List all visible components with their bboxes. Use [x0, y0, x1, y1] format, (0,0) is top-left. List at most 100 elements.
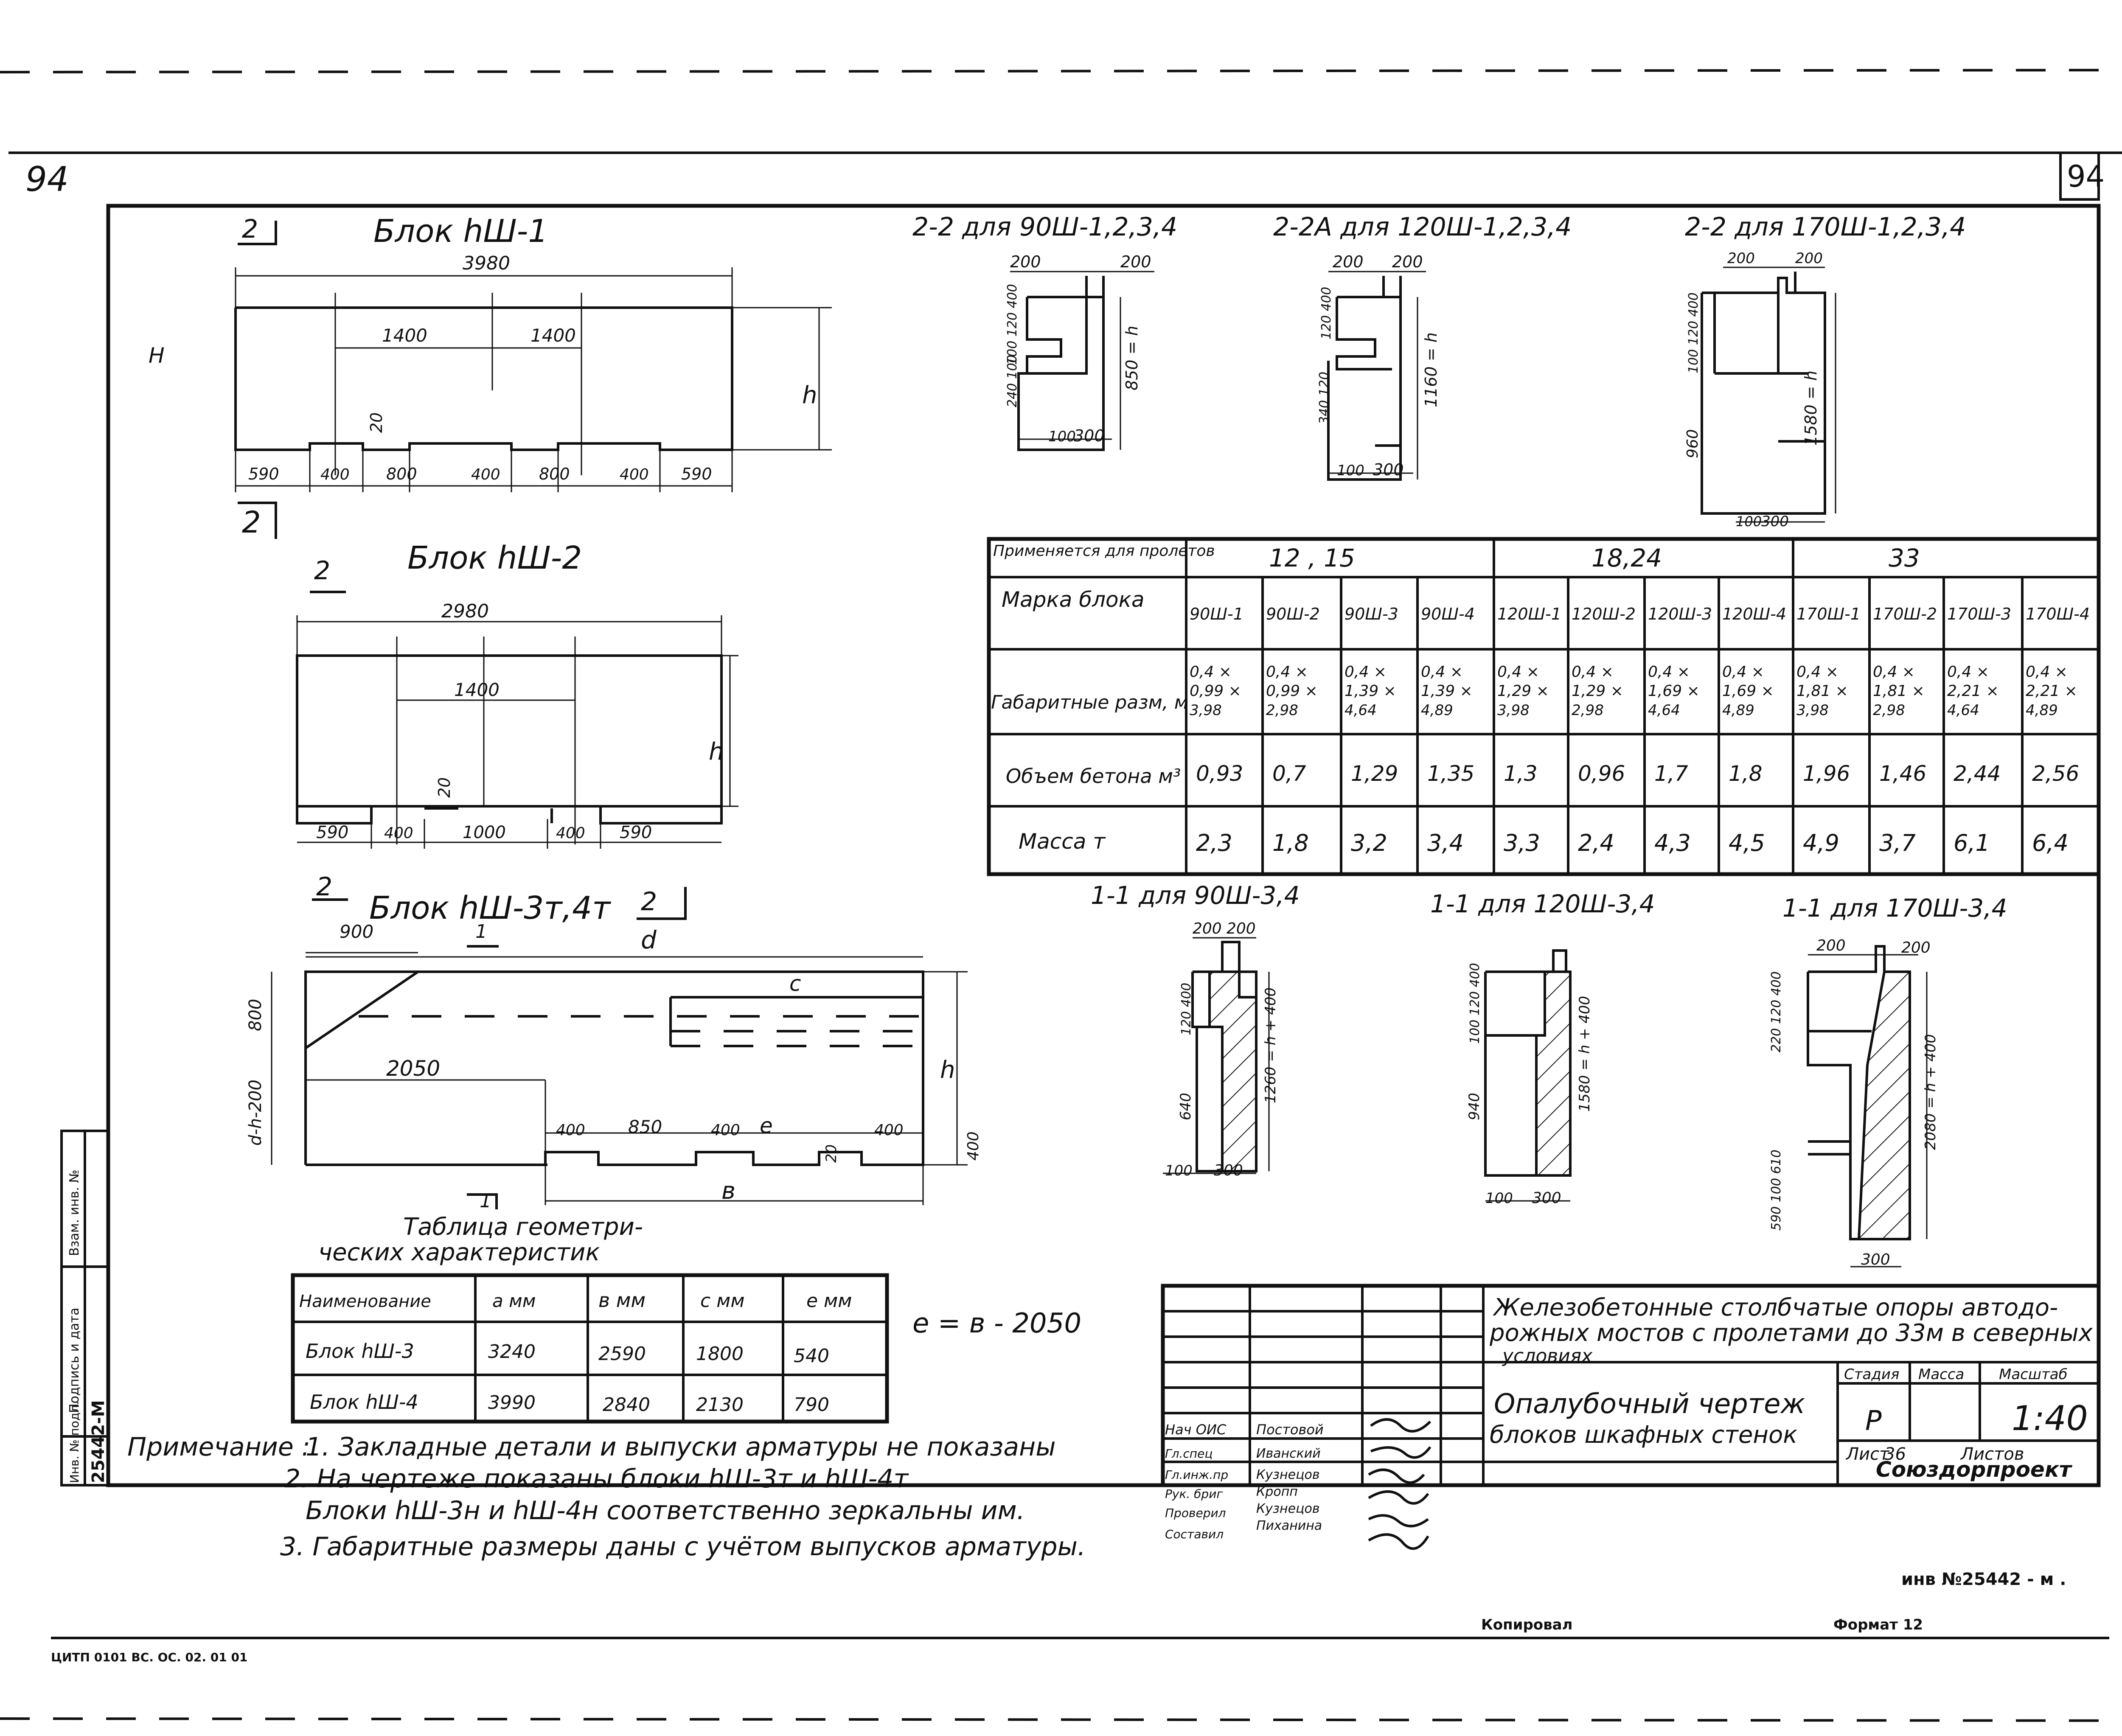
stamp-inv-orig-value: 25442-М	[89, 1400, 108, 1483]
mass-cell: 4,3	[1654, 830, 1691, 856]
section-top-2-v1: 120 400	[1319, 287, 1334, 339]
row-mark-label: Марка блока	[1002, 587, 1144, 612]
block-2-bottom-dim-4: 400	[556, 825, 585, 842]
table-group-3: 33	[1889, 544, 1920, 572]
geom-header-a: a мм	[492, 1290, 536, 1311]
dims-cell: 0,99 ×	[1190, 682, 1241, 700]
block-3-left-dim-top: 800	[246, 999, 265, 1031]
block-2-h: h	[709, 738, 724, 766]
section-bottom-2-v1: 100 120 400	[1468, 963, 1482, 1044]
block-3-b: в	[721, 1177, 735, 1205]
dims-cell: 0,4 ×	[1873, 663, 1915, 681]
copied-label: Копировал	[1481, 1616, 1573, 1633]
block-3-bottom-dim-1: 400	[556, 1122, 585, 1139]
geom-row-2-b: 2840	[603, 1394, 650, 1416]
dims-cell: 3,98	[1190, 702, 1222, 719]
tb-role-6: Составил	[1165, 1527, 1224, 1541]
dims-cell: 4,64	[1947, 702, 1979, 719]
mass-cell: 3,7	[1879, 830, 1916, 856]
section-top-2-v3: 1160 = h	[1422, 332, 1440, 407]
dims-cell: 0,4 ×	[1421, 663, 1463, 681]
stamp-replace-inv: Взам. инв. №	[67, 1169, 82, 1256]
dims-cell: 4,64	[1648, 702, 1680, 719]
tb-sheets-label: Листов	[1960, 1444, 2024, 1464]
section-bottom-1-w1: 200	[1193, 920, 1222, 937]
section-bottom-2-b1: 100	[1485, 1190, 1513, 1207]
geom-row-2-c: 2130	[696, 1394, 744, 1416]
geom-table-title-2: ческих характеристик	[318, 1239, 600, 1266]
dims-cell: 0,4 ×	[1572, 663, 1614, 681]
tb-sheet-no: 36	[1884, 1444, 1906, 1464]
block-1-drawing: Блок hШ-1 2 2 H 3980 1400 1400 20 h 590 …	[149, 213, 832, 540]
section-bottom-2-v2: 940	[1466, 1093, 1483, 1120]
volume-cell: 0,96	[1578, 761, 1625, 786]
section-bottom-3-v3: 2080 = h + 400	[1922, 1034, 1939, 1150]
volume-cell: 1,7	[1654, 761, 1688, 786]
block-3-top-dim: 900	[340, 921, 373, 942]
mark-cell: 170Ш-4	[2026, 605, 2090, 623]
block-2-bottom-dim-3: 1000	[463, 823, 506, 842]
section-bottom-1-v1: 120 400	[1179, 983, 1194, 1035]
section-top-1-v3: 850 = h	[1123, 325, 1141, 390]
mass-cell: 3,3	[1504, 830, 1540, 856]
note-1: 1. Закладные детали и выпуски арматуры н…	[306, 1432, 1056, 1462]
mass-cell: 3,2	[1351, 830, 1387, 856]
block-3-c: c	[789, 971, 801, 996]
page-number-box	[2059, 151, 2100, 201]
block-1-section-mark-top: 2	[242, 214, 258, 244]
inv-stamp: инв №25442 - м .	[1901, 1570, 2066, 1589]
section-top-1: 2-2 для 90Ш-1,2,3,4 200 200 100 120 400 …	[912, 212, 1177, 451]
bottom-code: ЦИТП 0101 ВС. ОС. 02. 01 01	[51, 1650, 247, 1664]
dims-cell: 0,99 ×	[1266, 682, 1318, 700]
block-1-side-mark: H	[149, 343, 165, 368]
block-3-section-mark-right: 2	[641, 887, 657, 917]
section-top-3-v3: 1580 = h	[1802, 370, 1820, 446]
note-4: 3. Габаритные размеры даны с учётом выпу…	[280, 1532, 1086, 1562]
block-2-dim-a: 1400	[454, 679, 500, 700]
tb-role-5: Проверил	[1165, 1506, 1226, 1520]
tb-title-line-3: условиях	[1502, 1345, 1593, 1367]
section-bottom-2: 1-1 для 120Ш-3,4 100 120 400 940 1580 = …	[1430, 889, 1655, 1207]
section-top-1-title: 2-2 для 90Ш-1,2,3,4	[912, 212, 1177, 242]
dims-cell: 2,98	[1572, 702, 1604, 719]
section-bottom-1-title: 1-1 для 90Ш-3,4	[1091, 881, 1300, 910]
mark-cell: 90Ш-1	[1190, 605, 1243, 623]
mass-cell: 4,5	[1729, 830, 1765, 856]
volume-cell: 1,46	[1879, 761, 1926, 786]
tb-mass-label: Масса	[1918, 1366, 1964, 1383]
notes: Примечание : 1. Закладные детали и выпус…	[127, 1432, 1086, 1562]
block-2-bottom-dim-5: 590	[620, 823, 652, 842]
volume-cell: 1,96	[1803, 761, 1850, 786]
geom-row-1-name: Блок hШ-3	[306, 1340, 414, 1363]
block-1-bottom-dim-4: 400	[471, 466, 500, 483]
section-bottom-2-title: 1-1 для 120Ш-3,4	[1430, 889, 1655, 918]
mark-cell: 170Ш-2	[1873, 605, 1937, 623]
block-1-title: Блок hШ-1	[373, 213, 548, 250]
row-mass-label: Масса т	[1019, 829, 1106, 854]
section-top-1-v1: 100 120 400	[1005, 284, 1020, 365]
mass-cell: 6,4	[2032, 830, 2069, 856]
section-bottom-3-v2: 590 100 610	[1769, 1150, 1784, 1231]
section-top-3: 2-2 для 170Ш-1,2,3,4 200 200 100 120 400…	[1684, 212, 1966, 530]
dims-cell: 0,4 ×	[1344, 663, 1387, 681]
page-number-right: 94	[2067, 159, 2105, 194]
dims-cell: 0,4 ×	[1796, 663, 1839, 681]
block-1-total-dim: 3980	[463, 252, 510, 274]
block-3-small: 20	[823, 1144, 840, 1163]
mass-cell: 2,3	[1196, 830, 1232, 856]
dims-cell: 4,64	[1344, 702, 1377, 719]
section-bottom-3-w1: 200	[1816, 937, 1846, 954]
mark-cell: 120Ш-3	[1648, 605, 1712, 623]
tb-sheet-label: Лист	[1845, 1444, 1890, 1464]
section-bottom-1-b1: 100	[1165, 1162, 1193, 1179]
block-2-bottom-dim-1: 590	[316, 823, 348, 842]
section-bottom-1-w2: 200	[1227, 920, 1256, 937]
tb-name-6: Пиханина	[1256, 1518, 1322, 1533]
section-top-2-w2: 200	[1392, 252, 1423, 271]
dims-cell: 1,29 ×	[1497, 682, 1549, 700]
block-2-section-mark: 2	[314, 556, 330, 586]
mark-cell: 170Ш-3	[1947, 605, 2011, 623]
geom-row-1-a: 3240	[488, 1341, 536, 1363]
block-1-bottom-dim-2: 400	[320, 466, 350, 483]
block-3-bottom-dim-2: 850	[628, 1116, 662, 1137]
